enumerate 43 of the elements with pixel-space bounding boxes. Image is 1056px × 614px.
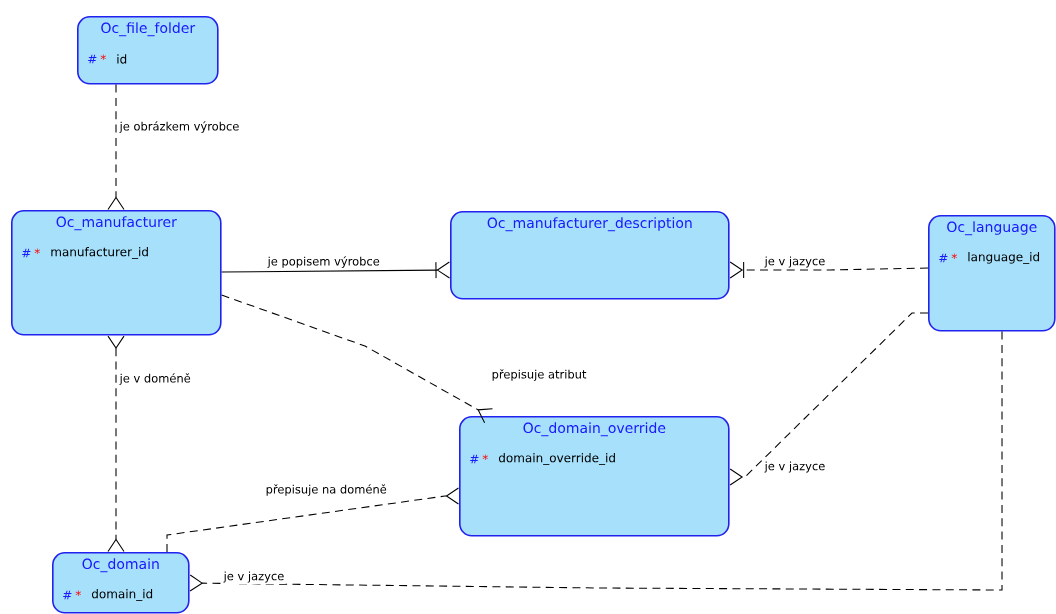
edge-label: je obrázkem výrobce <box>118 119 241 135</box>
mandatory-symbol: * <box>100 54 106 60</box>
relationship-line <box>166 487 459 553</box>
attribute-name: domain_id <box>91 589 153 601</box>
relationship-line <box>221 261 451 279</box>
edge-label: je v jazyce <box>222 570 286 584</box>
entity-box <box>459 416 730 537</box>
attribute-name: manufacturer_id <box>51 247 148 259</box>
attribute-name: id <box>117 54 127 64</box>
edge-label: je v jazyce <box>763 255 827 269</box>
entity-box <box>928 215 1056 332</box>
entity-box <box>52 552 190 614</box>
relationship-line <box>221 294 493 424</box>
mandatory-symbol: * <box>482 454 488 461</box>
entity-name: Oc_file_folder <box>101 22 196 37</box>
edge-label: přepisuje na doméně <box>264 482 389 498</box>
relationship-line <box>729 261 929 279</box>
entity-name: Oc_manufacturer_description <box>487 217 692 232</box>
mandatory-symbol: * <box>34 248 40 255</box>
entity-box <box>77 16 219 85</box>
primary-key-symbol: # <box>63 590 72 600</box>
entity-name: Oc_domain <box>82 558 159 573</box>
edge-label: přepisuje atribut <box>490 367 588 383</box>
primary-key-symbol: # <box>22 248 31 258</box>
relationship-line <box>107 335 125 552</box>
attribute-name: domain_override_id <box>498 453 615 465</box>
edge-label: je v doméně <box>118 371 193 387</box>
mandatory-symbol: * <box>75 590 81 597</box>
relationship-line <box>189 331 1003 592</box>
entity-name: Oc_manufacturer <box>56 216 177 231</box>
primary-key-symbol: # <box>470 454 479 464</box>
entity-name: Oc_language <box>947 221 1037 236</box>
edge-label: je v jazyce <box>763 460 827 474</box>
primary-key-symbol: # <box>939 253 948 263</box>
mandatory-symbol: * <box>951 253 957 260</box>
primary-key-symbol: # <box>88 54 97 64</box>
relationship-line <box>729 312 929 486</box>
entity-box <box>450 211 730 300</box>
attribute-name: language_id <box>968 252 1039 264</box>
relationship-line <box>107 84 125 210</box>
entity-box <box>11 210 222 336</box>
entity-name: Oc_domain_override <box>523 422 666 437</box>
edge-label: je popisem výrobce <box>266 254 382 270</box>
